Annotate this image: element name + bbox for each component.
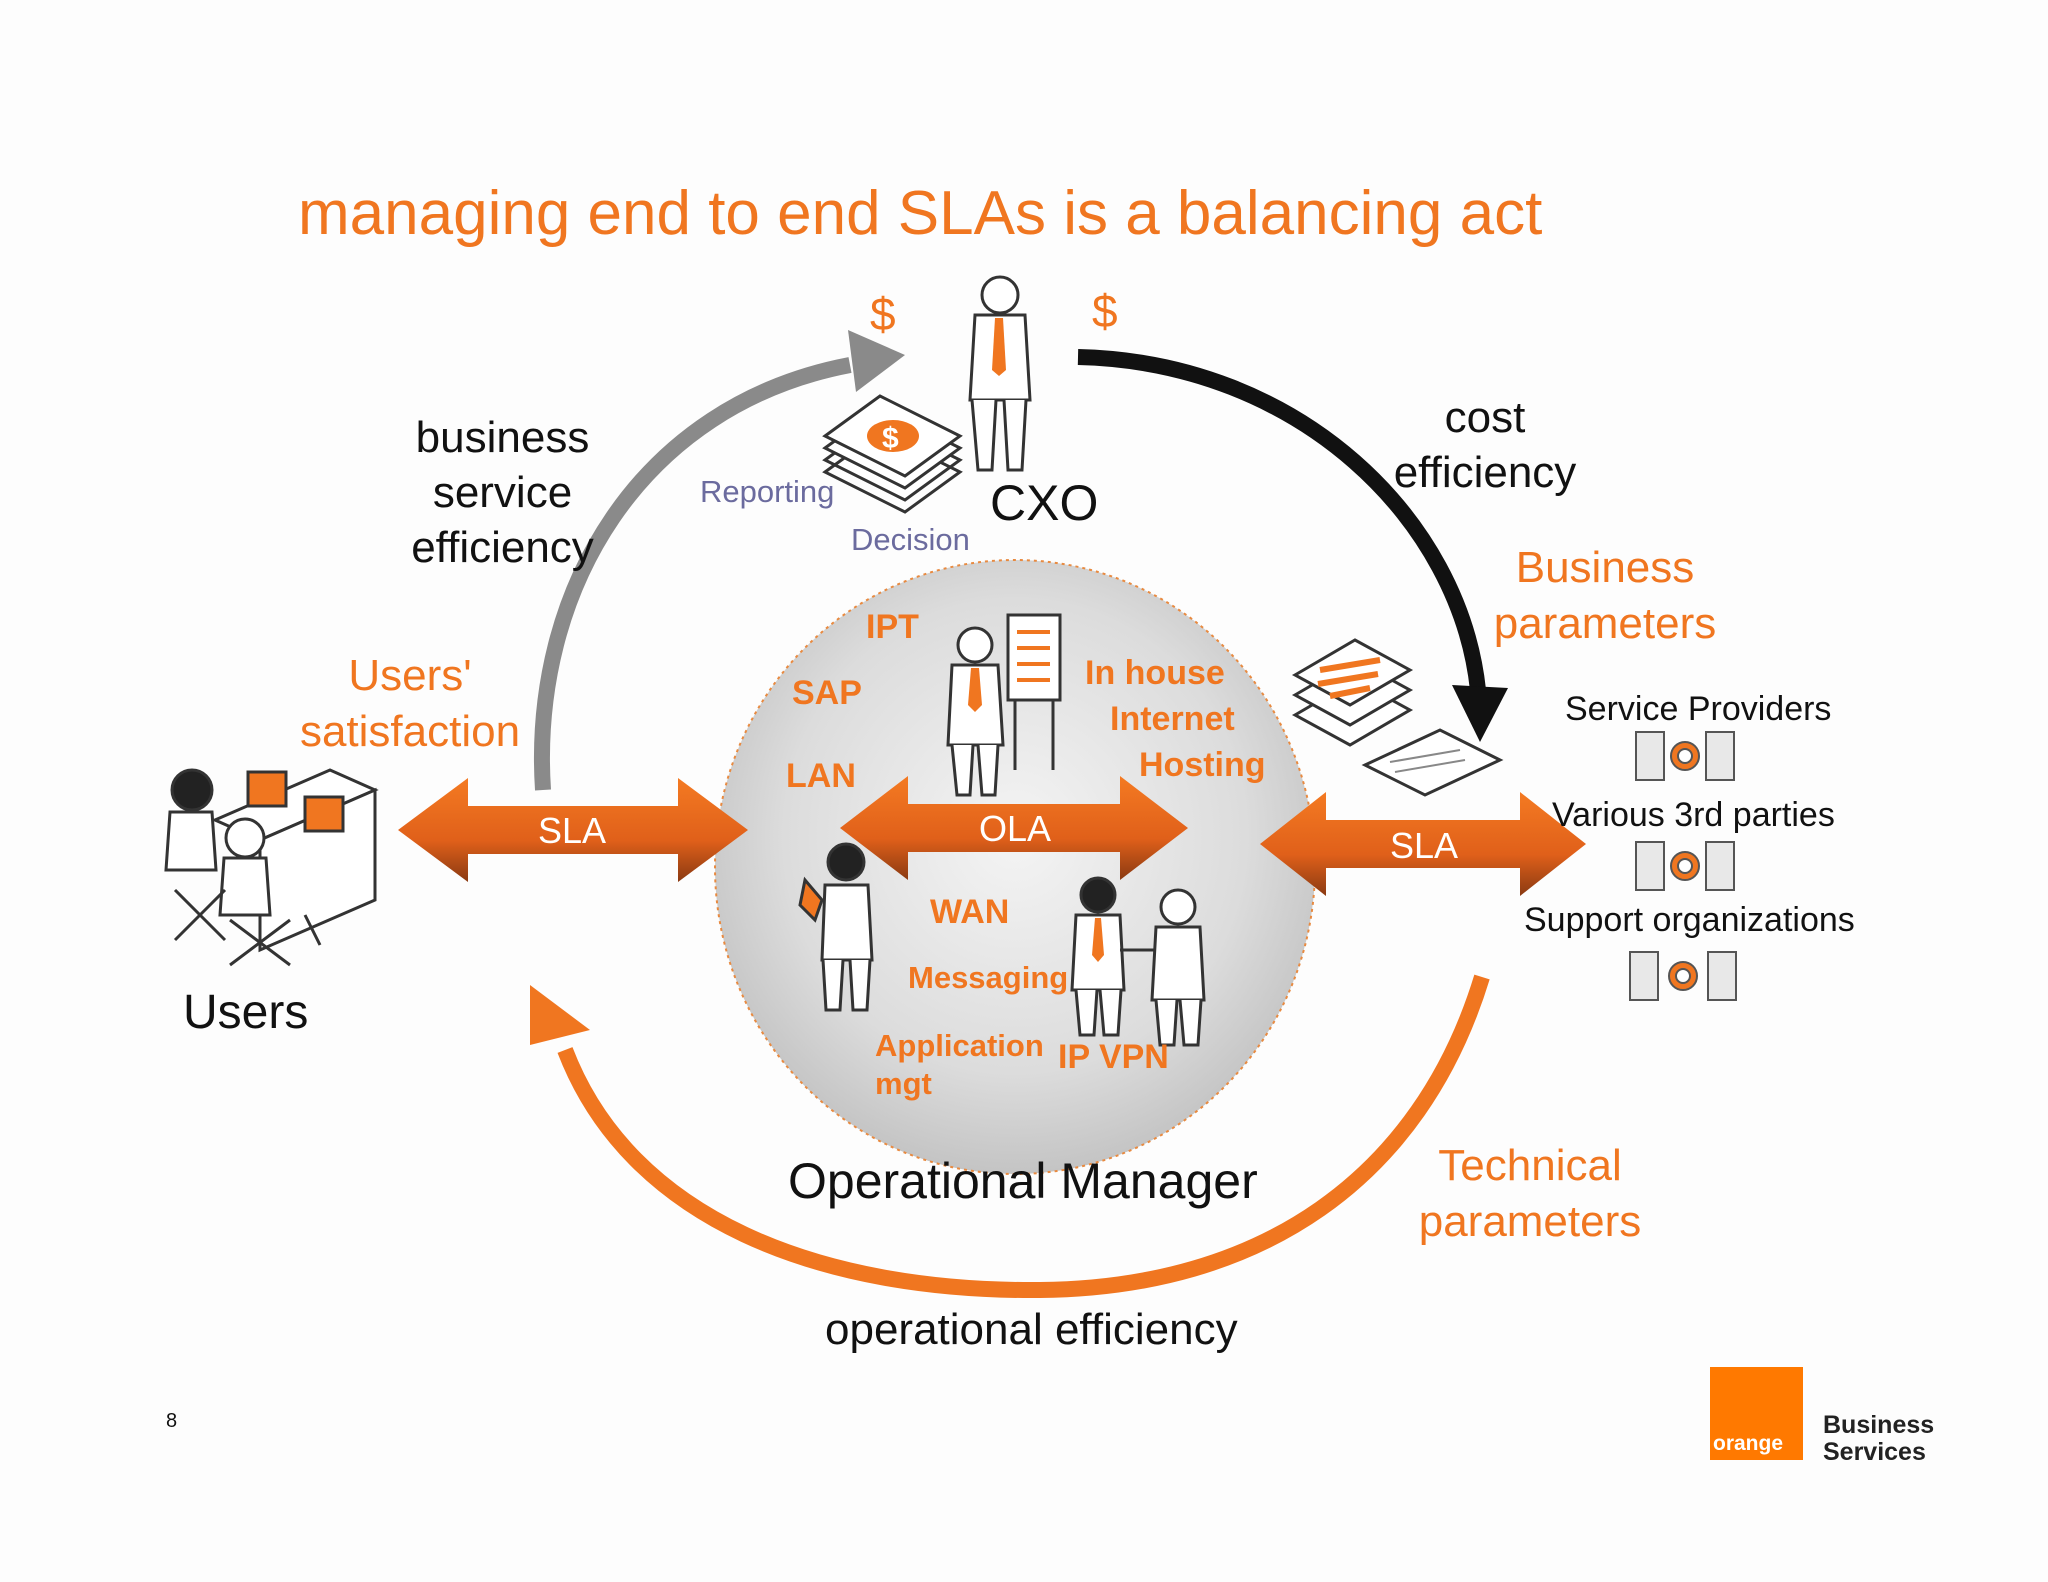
presenter-figure — [946, 613, 1062, 797]
users-label: Users — [183, 986, 309, 1039]
money-stack-illustration: $ — [822, 394, 963, 514]
service-sap: SAP — [792, 674, 862, 712]
users-satisfaction-label: Users' satisfaction — [290, 648, 530, 760]
reporting-label: Reporting — [700, 474, 835, 509]
service-lan: LAN — [786, 757, 856, 795]
ola-label: OLA — [979, 808, 1052, 849]
invoice-stack-illustration — [1291, 638, 1504, 797]
sla-left-label: SLA — [538, 810, 607, 851]
cost-efficiency-arrowhead — [1452, 685, 1508, 742]
bp-line-2: parameters — [1493, 599, 1717, 648]
cost-line-2: efficiency — [1393, 448, 1577, 497]
building-cluster-service-providers — [1635, 731, 1735, 781]
orange-logo-square — [1710, 1367, 1803, 1460]
handshake-figures — [1070, 876, 1206, 1047]
cost-efficiency-label: cost efficiency — [1370, 390, 1600, 500]
bp-line-1: Business — [1515, 543, 1695, 592]
technical-parameters-label: Technical parameters — [1400, 1138, 1660, 1250]
operational-efficiency-arrowhead — [530, 985, 590, 1045]
orange-logo-text: orange — [1713, 1432, 1784, 1455]
operational-manager-label: Operational Manager — [788, 1153, 1258, 1209]
us-line-2: satisfaction — [299, 707, 521, 756]
decision-label: Decision — [851, 522, 970, 557]
operational-efficiency-label: operational efficiency — [825, 1305, 1238, 1354]
provider-service-providers: Service Providers — [1565, 690, 1832, 728]
cxo-label: CXO — [990, 475, 1099, 531]
cost-line-1: cost — [1444, 393, 1526, 442]
operational-efficiency-arrow — [557, 974, 1490, 1299]
sla-left-arrow — [398, 778, 748, 882]
app-mgt-line-2: mgt — [875, 1066, 932, 1101]
brand-business: Business — [1823, 1411, 1935, 1439]
business-efficiency-arrowhead — [848, 330, 905, 392]
brand-name: Business Services — [1823, 1412, 1934, 1466]
building-cluster-3rd-parties — [1635, 841, 1735, 891]
svg-text:$: $ — [882, 422, 899, 455]
cost-efficiency-arrow — [1077, 349, 1486, 691]
provider-3rd-parties: Various 3rd parties — [1552, 796, 1835, 834]
mechanic-figure — [798, 842, 874, 1012]
cxo-figure — [968, 275, 1032, 472]
slide-title: managing end to end SLAs is a balancing … — [298, 179, 1543, 248]
tp-line-1: Technical — [1438, 1141, 1622, 1190]
business-parameters-label: Business parameters — [1470, 540, 1740, 652]
service-application-mgt: Application mgt — [875, 1027, 1044, 1103]
ola-arrow — [840, 776, 1188, 880]
business-service-efficiency-label: business service efficiency — [395, 410, 610, 575]
page-number: 8 — [166, 1410, 178, 1432]
building-cluster-support — [1629, 951, 1737, 1001]
currency-symbol-left: $ — [870, 288, 896, 340]
app-mgt-line-1: Application — [875, 1028, 1044, 1063]
currency-symbol-right: $ — [1092, 285, 1118, 337]
service-internet: Internet — [1110, 700, 1235, 738]
service-ip-vpn: IP VPN — [1058, 1038, 1169, 1076]
bse-line-3: efficiency — [411, 523, 594, 572]
bse-line-1: business — [415, 413, 590, 462]
bse-line-2: service — [432, 468, 573, 517]
business-efficiency-arrow — [534, 357, 852, 791]
service-in-house: In house — [1085, 654, 1225, 692]
service-messaging: Messaging — [908, 960, 1069, 995]
users-desk-illustration — [164, 768, 379, 967]
provider-support-organizations: Support organizations — [1524, 901, 1855, 939]
sla-right-arrow — [1260, 792, 1586, 896]
service-wan: WAN — [930, 893, 1010, 931]
service-ipt: IPT — [866, 608, 919, 646]
sla-right-label: SLA — [1390, 825, 1459, 866]
us-line-1: Users' — [348, 651, 472, 700]
tp-line-2: parameters — [1418, 1197, 1642, 1246]
service-hosting: Hosting — [1139, 746, 1266, 784]
brand-services: Services — [1823, 1438, 1926, 1466]
